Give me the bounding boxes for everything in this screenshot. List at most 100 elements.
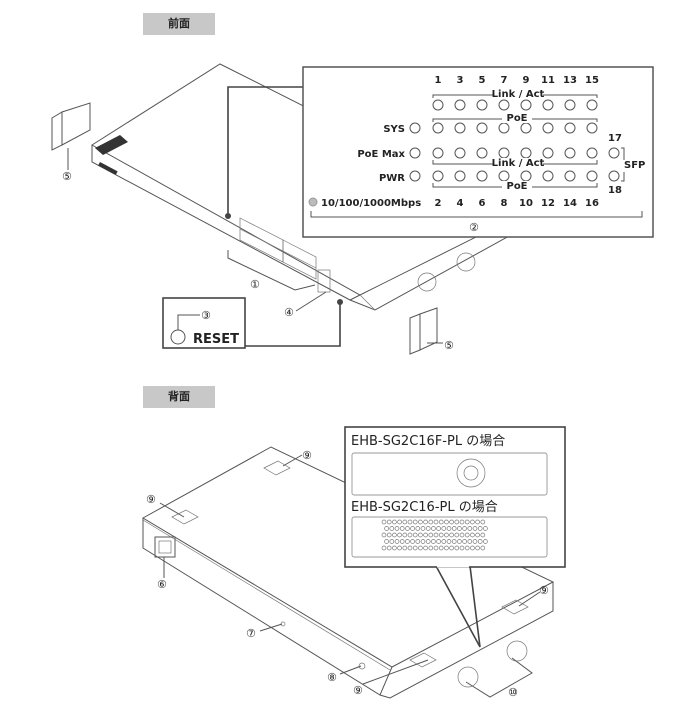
vent-hole bbox=[418, 545, 423, 551]
rubber-foot bbox=[263, 460, 291, 476]
vent-hole bbox=[475, 532, 480, 538]
vent-hole bbox=[386, 532, 392, 538]
vent-hole bbox=[397, 532, 402, 538]
vent-hole bbox=[420, 539, 426, 544]
vent-hole bbox=[470, 532, 475, 538]
bottom-port-number: 12 bbox=[541, 198, 555, 209]
port-led bbox=[586, 99, 598, 111]
vent-hole bbox=[399, 526, 405, 531]
port-led bbox=[542, 122, 554, 134]
vent-hole bbox=[431, 526, 436, 531]
vent-hole bbox=[425, 539, 431, 544]
port-led bbox=[476, 122, 488, 134]
vent-hole bbox=[472, 526, 478, 531]
power-inlet bbox=[154, 536, 176, 558]
vent-hole bbox=[410, 526, 415, 531]
top-port-number: 1 bbox=[435, 75, 442, 86]
vent-hole bbox=[449, 545, 454, 551]
vent-hole bbox=[428, 519, 434, 525]
vent-hole bbox=[441, 539, 447, 544]
vent-hole bbox=[386, 519, 392, 525]
vent-hole bbox=[392, 519, 397, 525]
port-led bbox=[542, 99, 554, 111]
vent-hole bbox=[420, 526, 426, 531]
port-led bbox=[498, 99, 510, 111]
callout-9-b: ⑨ bbox=[146, 493, 156, 506]
sfp-led-17 bbox=[608, 147, 620, 159]
callout-9-c: ⑨ bbox=[353, 684, 363, 697]
vent-hole bbox=[459, 532, 465, 538]
vent-hole bbox=[386, 545, 392, 551]
callout-10: ⑩ bbox=[508, 686, 518, 699]
vent-hole bbox=[472, 539, 478, 544]
port-led bbox=[476, 170, 488, 182]
sfp-slots bbox=[317, 269, 331, 293]
top-port-number: 11 bbox=[541, 75, 555, 86]
vent-hole bbox=[467, 526, 473, 531]
port-led bbox=[454, 170, 466, 182]
vent-hole bbox=[444, 532, 449, 538]
fan bbox=[506, 640, 528, 662]
vent-hole bbox=[459, 519, 465, 525]
port-led bbox=[586, 147, 598, 159]
vent-hole bbox=[477, 539, 483, 544]
vent-hole bbox=[402, 545, 408, 551]
vent-panel bbox=[351, 516, 548, 558]
vent-hole bbox=[483, 526, 488, 531]
sfp-17-number: 17 bbox=[608, 133, 622, 144]
fan bbox=[457, 666, 479, 688]
vent-hole bbox=[444, 519, 449, 525]
vent-hole bbox=[444, 545, 449, 551]
vent-hole bbox=[431, 539, 436, 544]
rubber-foot bbox=[409, 652, 437, 668]
bottom-port-number: 6 bbox=[479, 198, 486, 209]
top-port-number: 3 bbox=[457, 75, 464, 86]
vent-hole bbox=[423, 519, 428, 525]
callout-2: ② bbox=[469, 221, 479, 234]
reset-label: RESET bbox=[193, 332, 239, 347]
callout-5-right: ⑤ bbox=[444, 339, 454, 352]
port-led bbox=[498, 147, 510, 159]
vent-hole bbox=[462, 526, 467, 531]
vent-hole bbox=[438, 519, 444, 525]
sfp-led-18 bbox=[608, 170, 620, 182]
vent-hole bbox=[425, 526, 431, 531]
sfp-18-number: 18 bbox=[608, 185, 622, 196]
fan-icon bbox=[456, 458, 486, 488]
bottom-port-number: 4 bbox=[457, 198, 464, 209]
vent-hole bbox=[457, 526, 462, 531]
vent-hole bbox=[397, 519, 402, 525]
fan-vent bbox=[456, 252, 476, 272]
poe-top-label: PoE bbox=[506, 113, 527, 124]
status-led bbox=[409, 147, 421, 159]
vent-hole bbox=[412, 532, 418, 538]
model-fan-label: EHB-SG2C16F-PL の場合 bbox=[351, 434, 505, 449]
port-led bbox=[564, 99, 576, 111]
callout-8: ⑧ bbox=[327, 671, 337, 684]
vent-hole bbox=[438, 532, 444, 538]
vent-hole bbox=[423, 532, 428, 538]
port-led bbox=[564, 147, 576, 159]
vent-hole bbox=[454, 532, 460, 538]
vent-hole bbox=[451, 526, 457, 531]
port-led bbox=[542, 170, 554, 182]
top-port-number: 9 bbox=[523, 75, 530, 86]
vent-hole bbox=[428, 545, 434, 551]
callout-6: ⑥ bbox=[157, 578, 167, 591]
model-vent-label: EHB-SG2C16-PL の場合 bbox=[351, 500, 498, 515]
poe-bottom-label: PoE bbox=[506, 181, 527, 192]
vent-hole bbox=[415, 526, 421, 531]
port-led bbox=[586, 122, 598, 134]
speed-legend-led bbox=[308, 197, 318, 207]
vent-hole bbox=[394, 539, 400, 544]
port-led bbox=[476, 147, 488, 159]
bottom-port-number: 2 bbox=[435, 198, 442, 209]
port-led bbox=[520, 122, 532, 134]
link-act-top-label: Link / Act bbox=[492, 89, 545, 100]
port-led bbox=[498, 170, 510, 182]
port-led bbox=[564, 170, 576, 182]
vent-hole bbox=[433, 545, 439, 551]
vent-hole bbox=[402, 519, 408, 525]
vent-hole bbox=[418, 532, 423, 538]
